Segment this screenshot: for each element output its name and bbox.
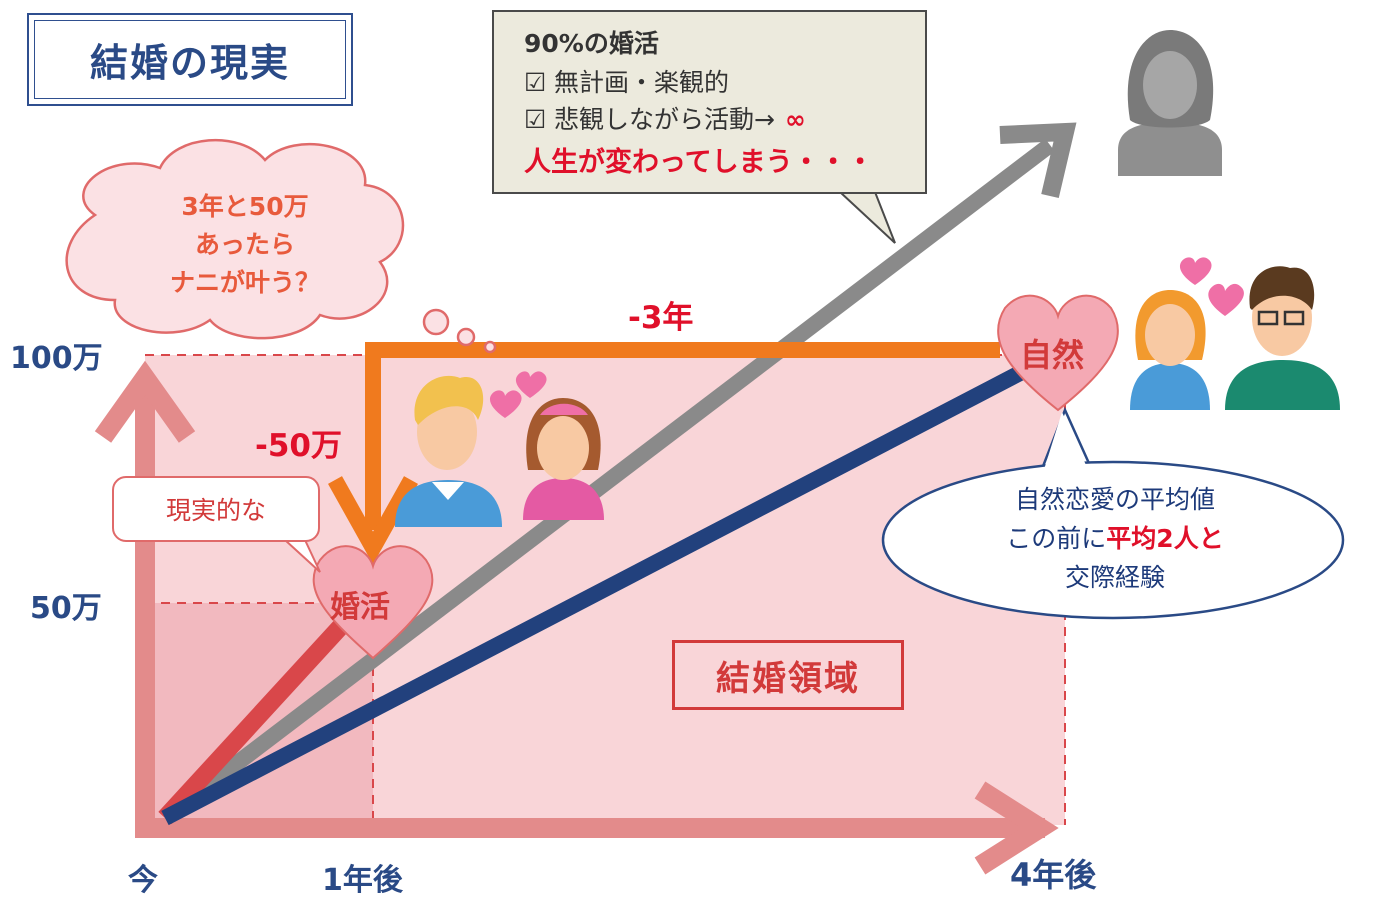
realistic-label: 現実的な bbox=[112, 476, 320, 542]
note-item: ☑悲観しながら活動→∞ bbox=[524, 101, 925, 138]
note-heading: 90%の婚活 bbox=[524, 29, 659, 58]
title-box: 結婚の現実 bbox=[27, 13, 353, 106]
page-title: 結婚の現実 bbox=[34, 20, 346, 99]
small-hearts-right-icon bbox=[1179, 257, 1244, 316]
konkatsu-path bbox=[158, 593, 372, 825]
gray-path bbox=[160, 122, 1077, 825]
x-tick-now: 今 bbox=[128, 863, 158, 898]
speech-bubble-text: 自然恋愛の平均値 この前に平均2人と 交際経験 bbox=[1006, 485, 1224, 592]
minus-50-label: -50万 bbox=[255, 428, 343, 464]
infinity-symbol: ∞ bbox=[784, 105, 806, 134]
x-tick-1y: 1年後 bbox=[322, 863, 403, 898]
note-pointer bbox=[837, 191, 896, 244]
x-axis bbox=[135, 781, 1059, 875]
checkbox-icon: ☑ bbox=[524, 68, 547, 97]
marriage-area-label: 結婚領域 bbox=[672, 640, 904, 710]
man-icon bbox=[395, 375, 502, 527]
small-hearts-icon bbox=[489, 371, 547, 418]
shizen-heart bbox=[997, 294, 1119, 412]
note-box: 90%の婚活 ☑無計画・楽観的 ☑悲観しながら活動→∞ 人生が変わってしまう・・… bbox=[492, 10, 927, 194]
speech-bubble bbox=[881, 406, 1345, 620]
checkbox-icon: ☑ bbox=[524, 105, 547, 134]
woman-orange-hair-icon bbox=[1130, 290, 1210, 410]
note-item: ☑無計画・楽観的 bbox=[524, 64, 925, 101]
konkatsu-heart bbox=[312, 545, 434, 660]
natural-path bbox=[161, 352, 1049, 826]
konkatsu-heart-label: 婚活 bbox=[330, 590, 390, 625]
minus-3-years-label: -3年 bbox=[628, 300, 694, 336]
shizen-heart-label: 自然 bbox=[1020, 336, 1085, 374]
thought-cloud bbox=[65, 138, 497, 354]
x-tick-4y: 4年後 bbox=[1010, 856, 1097, 894]
note-warning: 人生が変わってしまう・・・ bbox=[524, 147, 874, 178]
woman-icon bbox=[523, 398, 604, 520]
thought-cloud-text: 3年と50万 あったら ナニが叶う？ bbox=[169, 192, 320, 297]
y-tick-100: 100万 bbox=[10, 341, 103, 376]
y-tick-50: 50万 bbox=[30, 591, 102, 626]
shortcut-path bbox=[328, 342, 1000, 565]
man-glasses-icon bbox=[1225, 266, 1340, 410]
silhouette-woman-icon bbox=[1118, 30, 1222, 176]
